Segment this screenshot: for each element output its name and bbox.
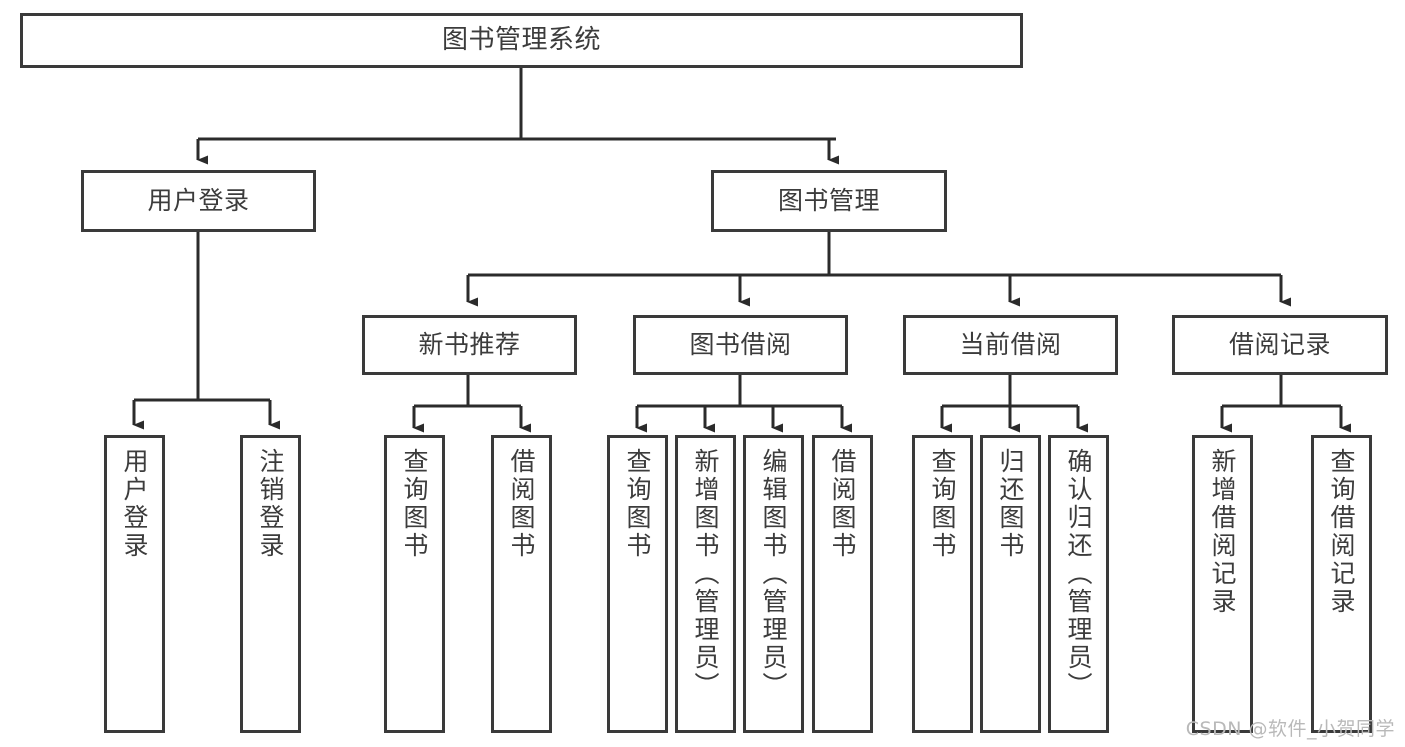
node-label: 归还图书 [996,448,1025,560]
node-label: 图书管理系统 [441,24,601,55]
node-new-book-recommendation[interactable]: 新书推荐 [362,315,577,375]
node-label: 用户登录 [120,448,149,560]
node-label: 注销登录 [256,448,285,560]
node-label: 图书借阅 [689,330,792,359]
node-label: 确认归还（管理员） [1064,448,1093,700]
node-label: 新书推荐 [418,330,521,359]
leaf-current-borrow-confirm-return-admin[interactable]: 确认归还（管理员） [1048,435,1109,733]
node-current-borrowing[interactable]: 当前借阅 [903,315,1118,375]
node-root-book-management-system[interactable]: 图书管理系统 [20,13,1023,68]
leaf-book-borrow-borrow-book[interactable]: 借阅图书 [812,435,873,733]
leaf-new-book-query-book[interactable]: 查询图书 [384,435,445,733]
node-label: 查询借阅记录 [1327,448,1356,616]
node-label: 图书管理 [777,186,880,215]
node-label: 借阅图书 [507,448,536,560]
leaf-book-borrow-query-book[interactable]: 查询图书 [607,435,668,733]
node-book-borrowing[interactable]: 图书借阅 [633,315,848,375]
leaf-book-borrow-edit-book-admin[interactable]: 编辑图书（管理员） [743,435,804,733]
node-label: 新增图书（管理员） [691,448,720,700]
node-label: 用户登录 [147,186,250,215]
leaf-user-login-logout[interactable]: 注销登录 [240,435,301,733]
node-label: 借阅图书 [828,448,857,560]
node-label: 查询图书 [623,448,652,560]
node-label: 新增借阅记录 [1208,448,1237,616]
node-label: 当前借阅 [959,330,1062,359]
node-label: 借阅记录 [1228,330,1331,359]
leaf-current-borrow-return-book[interactable]: 归还图书 [980,435,1041,733]
node-user-login[interactable]: 用户登录 [81,170,316,232]
leaf-borrow-record-add-record[interactable]: 新增借阅记录 [1192,435,1253,733]
node-label: 查询图书 [400,448,429,560]
leaf-user-login-login[interactable]: 用户登录 [104,435,165,733]
leaf-book-borrow-add-book-admin[interactable]: 新增图书（管理员） [675,435,736,733]
leaf-current-borrow-query-book[interactable]: 查询图书 [912,435,973,733]
node-borrow-record[interactable]: 借阅记录 [1172,315,1388,375]
node-label: 查询图书 [928,448,957,560]
watermark: CSDN @软件_小贺同学 [1185,718,1395,740]
leaf-new-book-borrow-book[interactable]: 借阅图书 [491,435,552,733]
leaf-borrow-record-query-record[interactable]: 查询借阅记录 [1311,435,1372,733]
node-book-management[interactable]: 图书管理 [711,170,947,232]
node-label: 编辑图书（管理员） [759,448,788,700]
